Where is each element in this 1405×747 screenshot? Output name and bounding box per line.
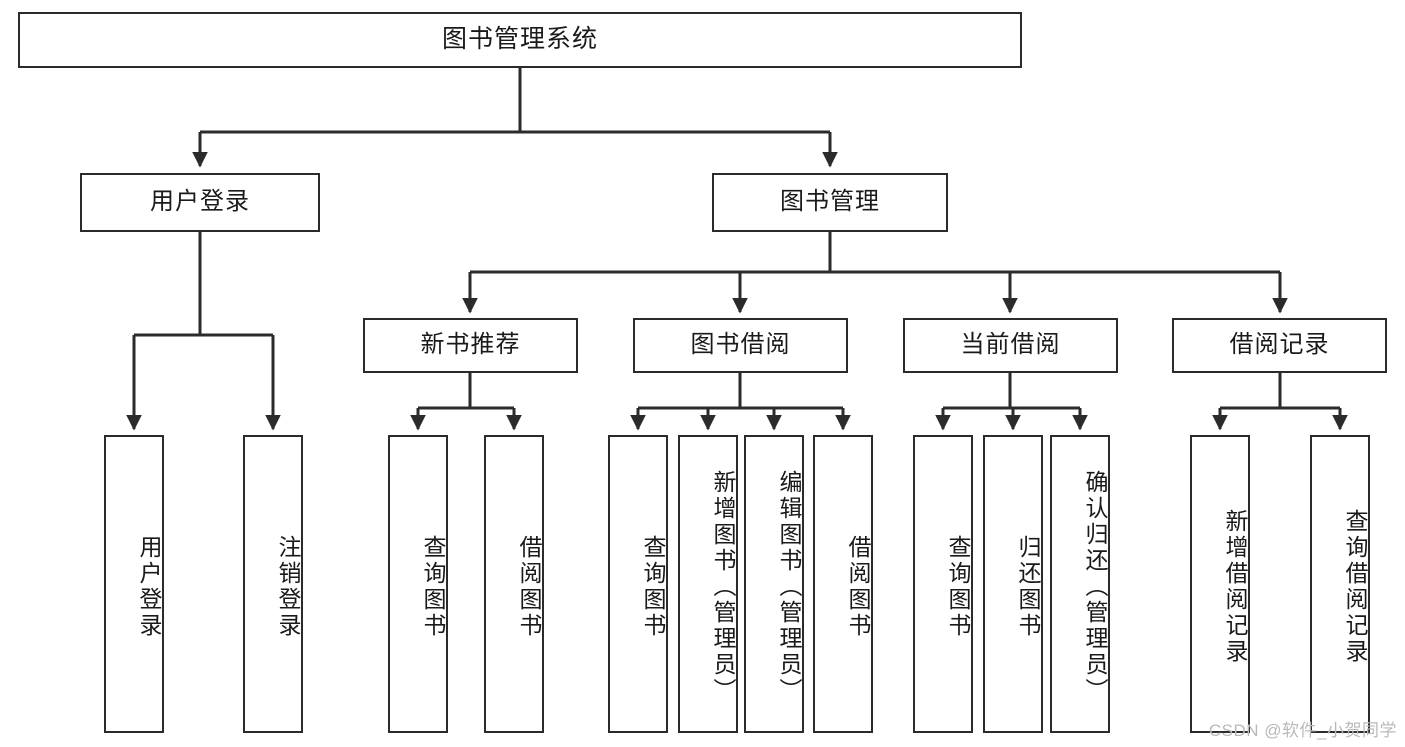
leaf-query-book-borrow[interactable]: 查询图书 (608, 435, 668, 733)
node-root-label: 图书管理系统 (441, 25, 598, 54)
leaf-add-book-admin[interactable]: 新增图书（管理员） (678, 435, 738, 733)
leaf-edit-book-admin[interactable]: 编辑图书（管理员） (744, 435, 804, 733)
leaf-query-borrow-record[interactable]: 查询借阅记录 (1310, 435, 1370, 733)
leaf-label: 注销登录 (275, 535, 301, 639)
leaf-label: 借阅图书 (516, 535, 542, 639)
leaf-label: 查询借阅记录 (1342, 509, 1368, 665)
node-book-management-label: 图书管理 (780, 188, 880, 216)
leaf-label: 归还图书 (1015, 535, 1041, 639)
node-borrow-records[interactable]: 借阅记录 (1172, 318, 1387, 373)
node-current-borrow-label: 当前借阅 (960, 331, 1061, 359)
node-book-borrow[interactable]: 图书借阅 (633, 318, 848, 373)
node-user-login[interactable]: 用户登录 (80, 173, 320, 232)
watermark: CSDN @软件_小贺同学 (1208, 721, 1397, 740)
leaf-label: 查询图书 (945, 535, 971, 639)
leaf-label: 查询图书 (420, 535, 446, 639)
leaf-confirm-return-admin[interactable]: 确认归还（管理员） (1050, 435, 1110, 733)
node-current-borrow[interactable]: 当前借阅 (903, 318, 1118, 373)
leaf-logout[interactable]: 注销登录 (243, 435, 303, 733)
node-user-login-label: 用户登录 (150, 188, 250, 216)
leaf-label: 新增图书（管理员） (710, 470, 736, 704)
leaf-add-borrow-record[interactable]: 新增借阅记录 (1190, 435, 1250, 733)
leaf-label: 查询图书 (640, 535, 666, 639)
leaf-borrow-book-recommend[interactable]: 借阅图书 (484, 435, 544, 733)
node-book-management[interactable]: 图书管理 (712, 173, 948, 232)
leaf-query-book-current[interactable]: 查询图书 (913, 435, 973, 733)
leaf-label: 借阅图书 (845, 535, 871, 639)
leaf-user-login[interactable]: 用户登录 (104, 435, 164, 733)
leaf-return-book[interactable]: 归还图书 (983, 435, 1043, 733)
node-root[interactable]: 图书管理系统 (18, 12, 1022, 68)
node-new-book-recommend[interactable]: 新书推荐 (363, 318, 578, 373)
node-borrow-records-label: 借阅记录 (1229, 331, 1330, 359)
leaf-query-book-recommend[interactable]: 查询图书 (388, 435, 448, 733)
leaf-label: 编辑图书（管理员） (776, 470, 802, 704)
leaf-label: 新增借阅记录 (1222, 509, 1248, 665)
leaf-borrow-book[interactable]: 借阅图书 (813, 435, 873, 733)
leaf-label: 用户登录 (136, 535, 162, 639)
node-new-book-recommend-label: 新书推荐 (420, 331, 521, 359)
node-book-borrow-label: 图书借阅 (690, 331, 791, 359)
leaf-label: 确认归还（管理员） (1082, 470, 1108, 704)
